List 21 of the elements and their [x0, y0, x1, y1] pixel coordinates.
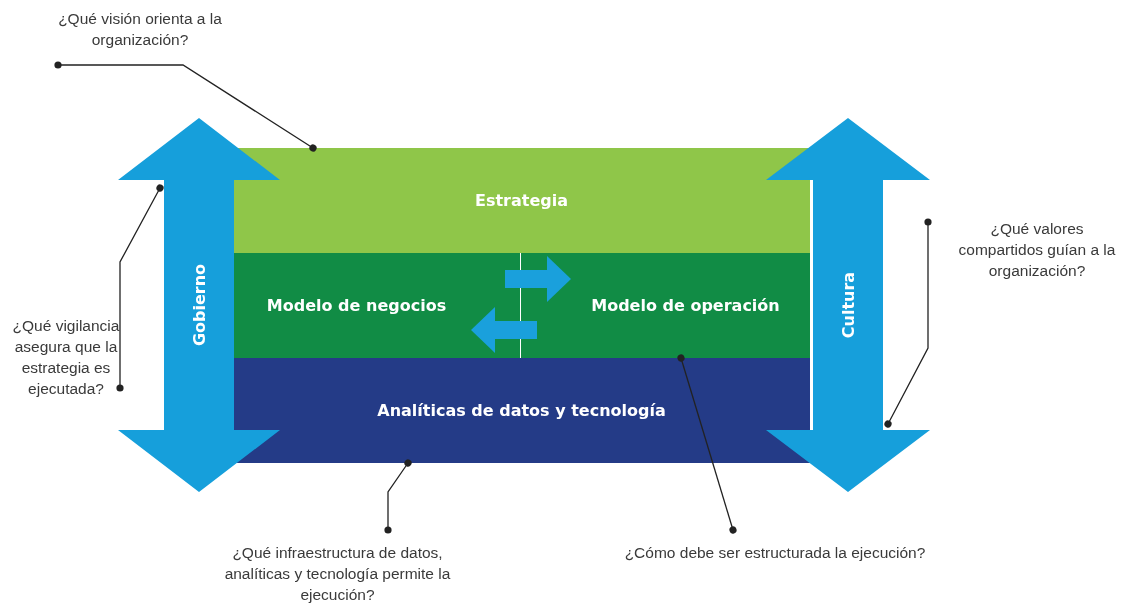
- leader-line: [384, 459, 412, 534]
- band-label: Estrategia: [475, 191, 568, 210]
- block-arrow: [471, 307, 537, 353]
- question-text: ¿Cómo debe ser estructurada la ejecución?: [590, 530, 960, 570]
- arrow-label: Cultura: [838, 271, 858, 339]
- question-text: ¿Qué visión orienta a la organización?: [40, 8, 240, 65]
- layer-band: [521, 253, 810, 358]
- layer-band: [233, 358, 810, 463]
- leader-line: [884, 218, 932, 428]
- band-label: Analíticas de datos y tecnología: [377, 401, 666, 420]
- leader-line: [677, 354, 737, 534]
- arrow-label: Gobierno: [189, 263, 209, 347]
- layer-band: [233, 253, 520, 358]
- band-label: Modelo de negocios: [266, 296, 447, 315]
- question-text: ¿Qué infraestructura de datos, analíticas y tecnología permite la ejecución?: [200, 530, 475, 610]
- leader-line: [54, 61, 317, 152]
- layer-band: [233, 148, 810, 253]
- band-label: Modelo de operación: [591, 296, 780, 315]
- leader-line: [116, 184, 164, 392]
- block-arrow: [505, 256, 571, 302]
- question-text: ¿Qué valores compartidos guían a la organización?: [928, 218, 1124, 290]
